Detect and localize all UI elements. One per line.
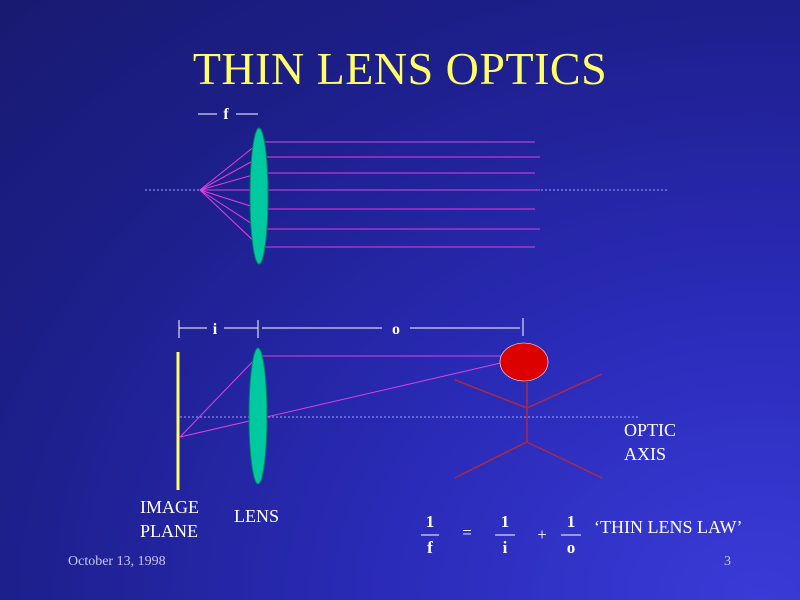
image-plane-label-line2: PLANE [140, 521, 198, 541]
figure-right-arm [526, 373, 603, 409]
object-head [499, 342, 549, 382]
object-distance-label: o [392, 321, 400, 338]
imaging-diagram: i o [176, 318, 640, 490]
optic-axis-label-line1: OPTIC [624, 420, 676, 440]
term3-denominator: o [567, 538, 576, 557]
footer-date: October 13, 1998 [68, 554, 166, 569]
focal-length-diagram: f [145, 106, 668, 265]
ray [179, 361, 506, 438]
page-number: 3 [724, 554, 731, 569]
optic-axis-label-line2: AXIS [624, 444, 666, 464]
term3-numerator: 1 [567, 512, 576, 531]
term2-denominator: i [503, 538, 508, 557]
imaging-rays [179, 355, 506, 438]
term1-numerator: 1 [426, 512, 435, 531]
lens-label: LENS [234, 506, 279, 526]
ray [179, 355, 505, 438]
image-plane-label-line1: IMAGE [140, 497, 199, 517]
image-distance-label: i [213, 321, 218, 338]
plus-sign: + [537, 525, 547, 544]
equals-sign: = [462, 523, 472, 542]
focal-label: f [223, 106, 229, 123]
thin-lens-equation: 1 f = 1 i + 1 o ‘THIN LENS LAW’ [421, 512, 743, 557]
top-lens [249, 127, 269, 265]
figure-right-leg [526, 441, 603, 479]
term2-numerator: 1 [501, 512, 510, 531]
figure-left-leg [454, 441, 528, 479]
term1-denominator: f [427, 538, 433, 557]
figure-left-arm [454, 379, 528, 409]
object-figure [454, 373, 603, 479]
thin-lens-law-label: ‘THIN LENS LAW’ [594, 517, 743, 537]
bottom-lens [248, 347, 268, 485]
slide-title: THIN LENS OPTICS [192, 43, 608, 94]
